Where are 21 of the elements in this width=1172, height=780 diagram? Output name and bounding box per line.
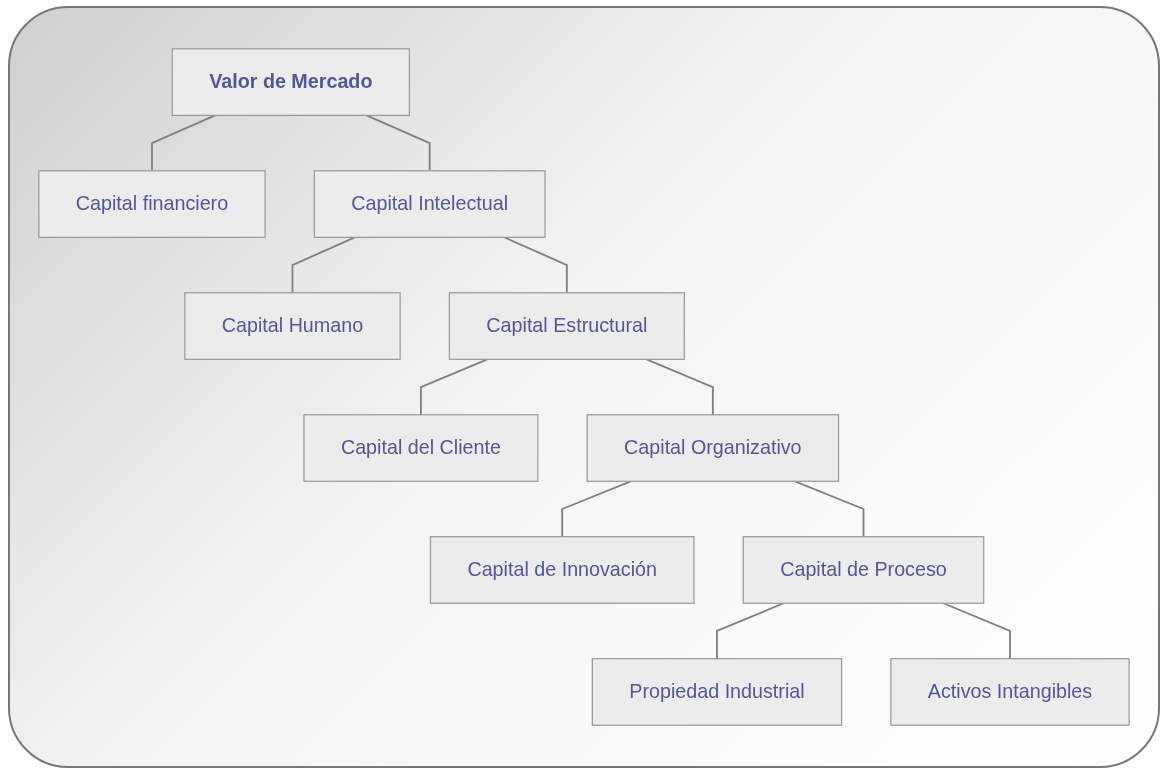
node-box: Capital Organizativo [586, 414, 840, 482]
connector [419, 358, 489, 416]
connector [561, 480, 632, 538]
node-box: Capital Intelectual [313, 170, 546, 238]
connector [503, 236, 568, 294]
node-box: Capital del Cliente [303, 414, 539, 482]
node-box: Capital financiero [38, 170, 266, 238]
node-box: Capital Humano [184, 292, 401, 360]
connector [794, 480, 865, 538]
node-box: Capital Estructural [448, 292, 685, 360]
connector [716, 602, 785, 660]
node-box: Capital de Innovación [429, 536, 695, 604]
node-box: Propiedad Industrial [591, 658, 843, 726]
connector [942, 602, 1011, 660]
connector [645, 358, 714, 416]
connector [365, 114, 431, 172]
connector [151, 114, 216, 172]
node-box: Capital de Proceso [742, 536, 985, 604]
node-box: Valor de Mercado [171, 48, 410, 116]
node-box: Activos Intangibles [890, 658, 1130, 726]
connector [291, 236, 356, 294]
